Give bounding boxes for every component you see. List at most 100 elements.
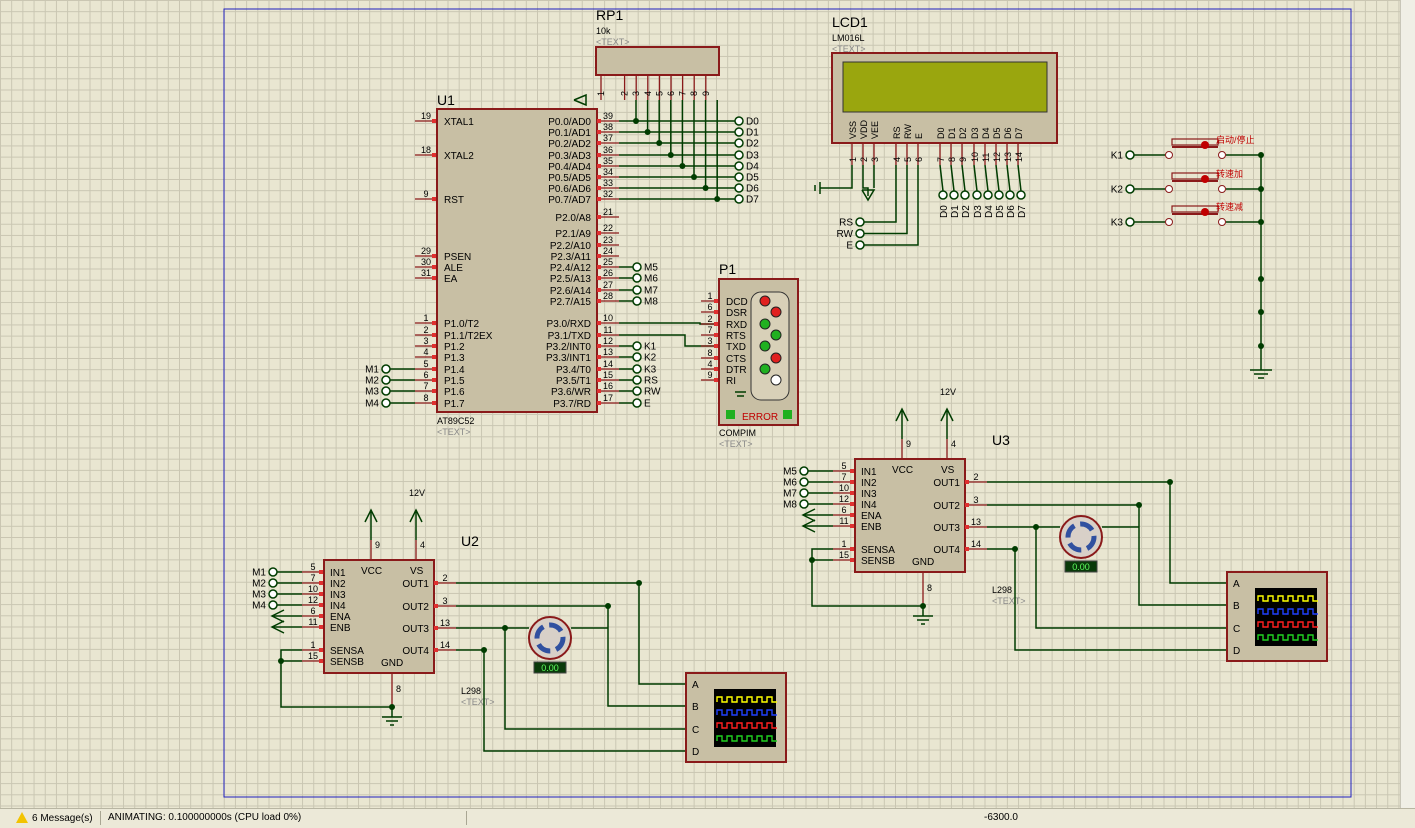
pin-number: 35 (603, 156, 613, 166)
pin-marker (319, 614, 323, 618)
terminal-label: D3 (973, 205, 984, 218)
pin-marker (850, 547, 854, 551)
rp1-body (595, 46, 720, 76)
pin-name: P2.0/A8 (555, 213, 591, 224)
pin-name: OUT1 (933, 478, 960, 489)
pin-number: 6 (914, 157, 924, 162)
pin-name: P1.0/T2 (444, 319, 479, 330)
wire (864, 165, 908, 235)
pin-number: 5 (654, 91, 664, 96)
pin-number: 7 (936, 157, 946, 162)
pin-marker (597, 243, 601, 247)
pin-name: P1.7 (444, 399, 465, 410)
p1-compim: P11DCD6DSR2RXD7RTS3TXD8CTS4DTR9RIERRORCO… (701, 261, 799, 449)
pin-name: P1.3 (444, 353, 465, 364)
status-led (759, 340, 771, 352)
pin-name: D5 (992, 127, 1002, 139)
scope-trace (1257, 595, 1318, 602)
terminal-label: D4 (746, 162, 759, 173)
junction-dot (1033, 524, 1039, 530)
pin-number: 1 (310, 640, 315, 650)
pin-name: IN1 (861, 467, 877, 478)
u2-text: <TEXT> (461, 697, 495, 707)
terminal-label: D3 (746, 151, 759, 162)
pin-marker (432, 153, 436, 157)
junction-dot (278, 658, 284, 664)
pin-name: D7 (1014, 127, 1024, 139)
terminal-label: M5 (644, 263, 658, 274)
terminal (1125, 217, 1135, 227)
pin-marker (714, 378, 718, 382)
terminal (1016, 190, 1026, 200)
wire (987, 504, 1227, 606)
terminal (632, 285, 642, 295)
pin-name: P0.3/AD3 (548, 151, 591, 162)
switch-cap (1171, 205, 1219, 213)
pin-number: 14 (1014, 152, 1024, 162)
pin-number: 2 (620, 91, 630, 96)
switch-indicator (1201, 208, 1209, 216)
status-led (770, 306, 782, 318)
terminal (381, 364, 391, 374)
pin-name: IN4 (861, 500, 877, 511)
status-led (770, 374, 782, 386)
pin-name: IN3 (861, 489, 877, 500)
wire (864, 165, 919, 246)
pin-marker (432, 265, 436, 269)
junction-dot (809, 557, 815, 563)
terminal-label: D1 (746, 128, 759, 139)
pin-number: 39 (603, 111, 613, 121)
pin-name: P3.3/INT1 (546, 353, 591, 364)
pin-marker (432, 276, 436, 280)
key-label: 转速加 (1216, 168, 1243, 179)
u2-ref: U2 (461, 533, 479, 549)
pin-marker (597, 299, 601, 303)
wire (973, 164, 978, 192)
rp1-ref: RP1 (596, 7, 623, 23)
pin-number: 38 (603, 122, 613, 132)
pin-number: 6 (423, 370, 428, 380)
pin-marker (850, 480, 854, 484)
junction-dot (481, 647, 487, 653)
terminal-label: D5 (746, 173, 759, 184)
vs-label: 12V (409, 488, 425, 498)
wire (961, 164, 966, 192)
pin-name: IN4 (330, 601, 346, 612)
motor-readout-box (1064, 560, 1098, 573)
pin-name: P0.7/AD7 (548, 195, 591, 206)
pin-number: 15 (603, 370, 613, 380)
pin-marker (597, 153, 601, 157)
pin-name: OUT4 (933, 545, 960, 556)
pin-name: XTAL1 (444, 117, 474, 128)
pin-marker (432, 333, 436, 337)
scope-trace (716, 709, 777, 716)
pin-marker (850, 558, 854, 562)
terminal-label: M1 (252, 568, 266, 579)
pin-name: P0.1/AD1 (548, 128, 591, 139)
pin-number: 7 (841, 472, 846, 482)
lcd1-value: LM016L (832, 33, 865, 43)
key-label: 启动/停止 (1216, 134, 1255, 145)
wire (987, 548, 1227, 651)
terminal-label: D2 (746, 139, 759, 150)
messages-indicator[interactable]: 6 Message(s) (16, 812, 93, 824)
u1-body (436, 108, 598, 413)
terminal (268, 578, 278, 588)
terminal-label: K2 (1111, 185, 1124, 196)
pin-name: P2.6/A14 (550, 286, 592, 297)
terminal (1125, 184, 1135, 194)
terminal (855, 240, 865, 250)
vertical-scrollbar[interactable] (1400, 0, 1415, 808)
terminal-label: D6 (746, 184, 759, 195)
channel-label: B (692, 702, 699, 713)
pin-marker (714, 322, 718, 326)
pin-marker (965, 547, 969, 551)
pin-name: OUT4 (402, 646, 429, 657)
pin-number: 5 (841, 461, 846, 471)
pin-number: 18 (421, 145, 431, 155)
terminal (734, 172, 744, 182)
pin-marker (714, 356, 718, 360)
pin-marker (597, 389, 601, 393)
